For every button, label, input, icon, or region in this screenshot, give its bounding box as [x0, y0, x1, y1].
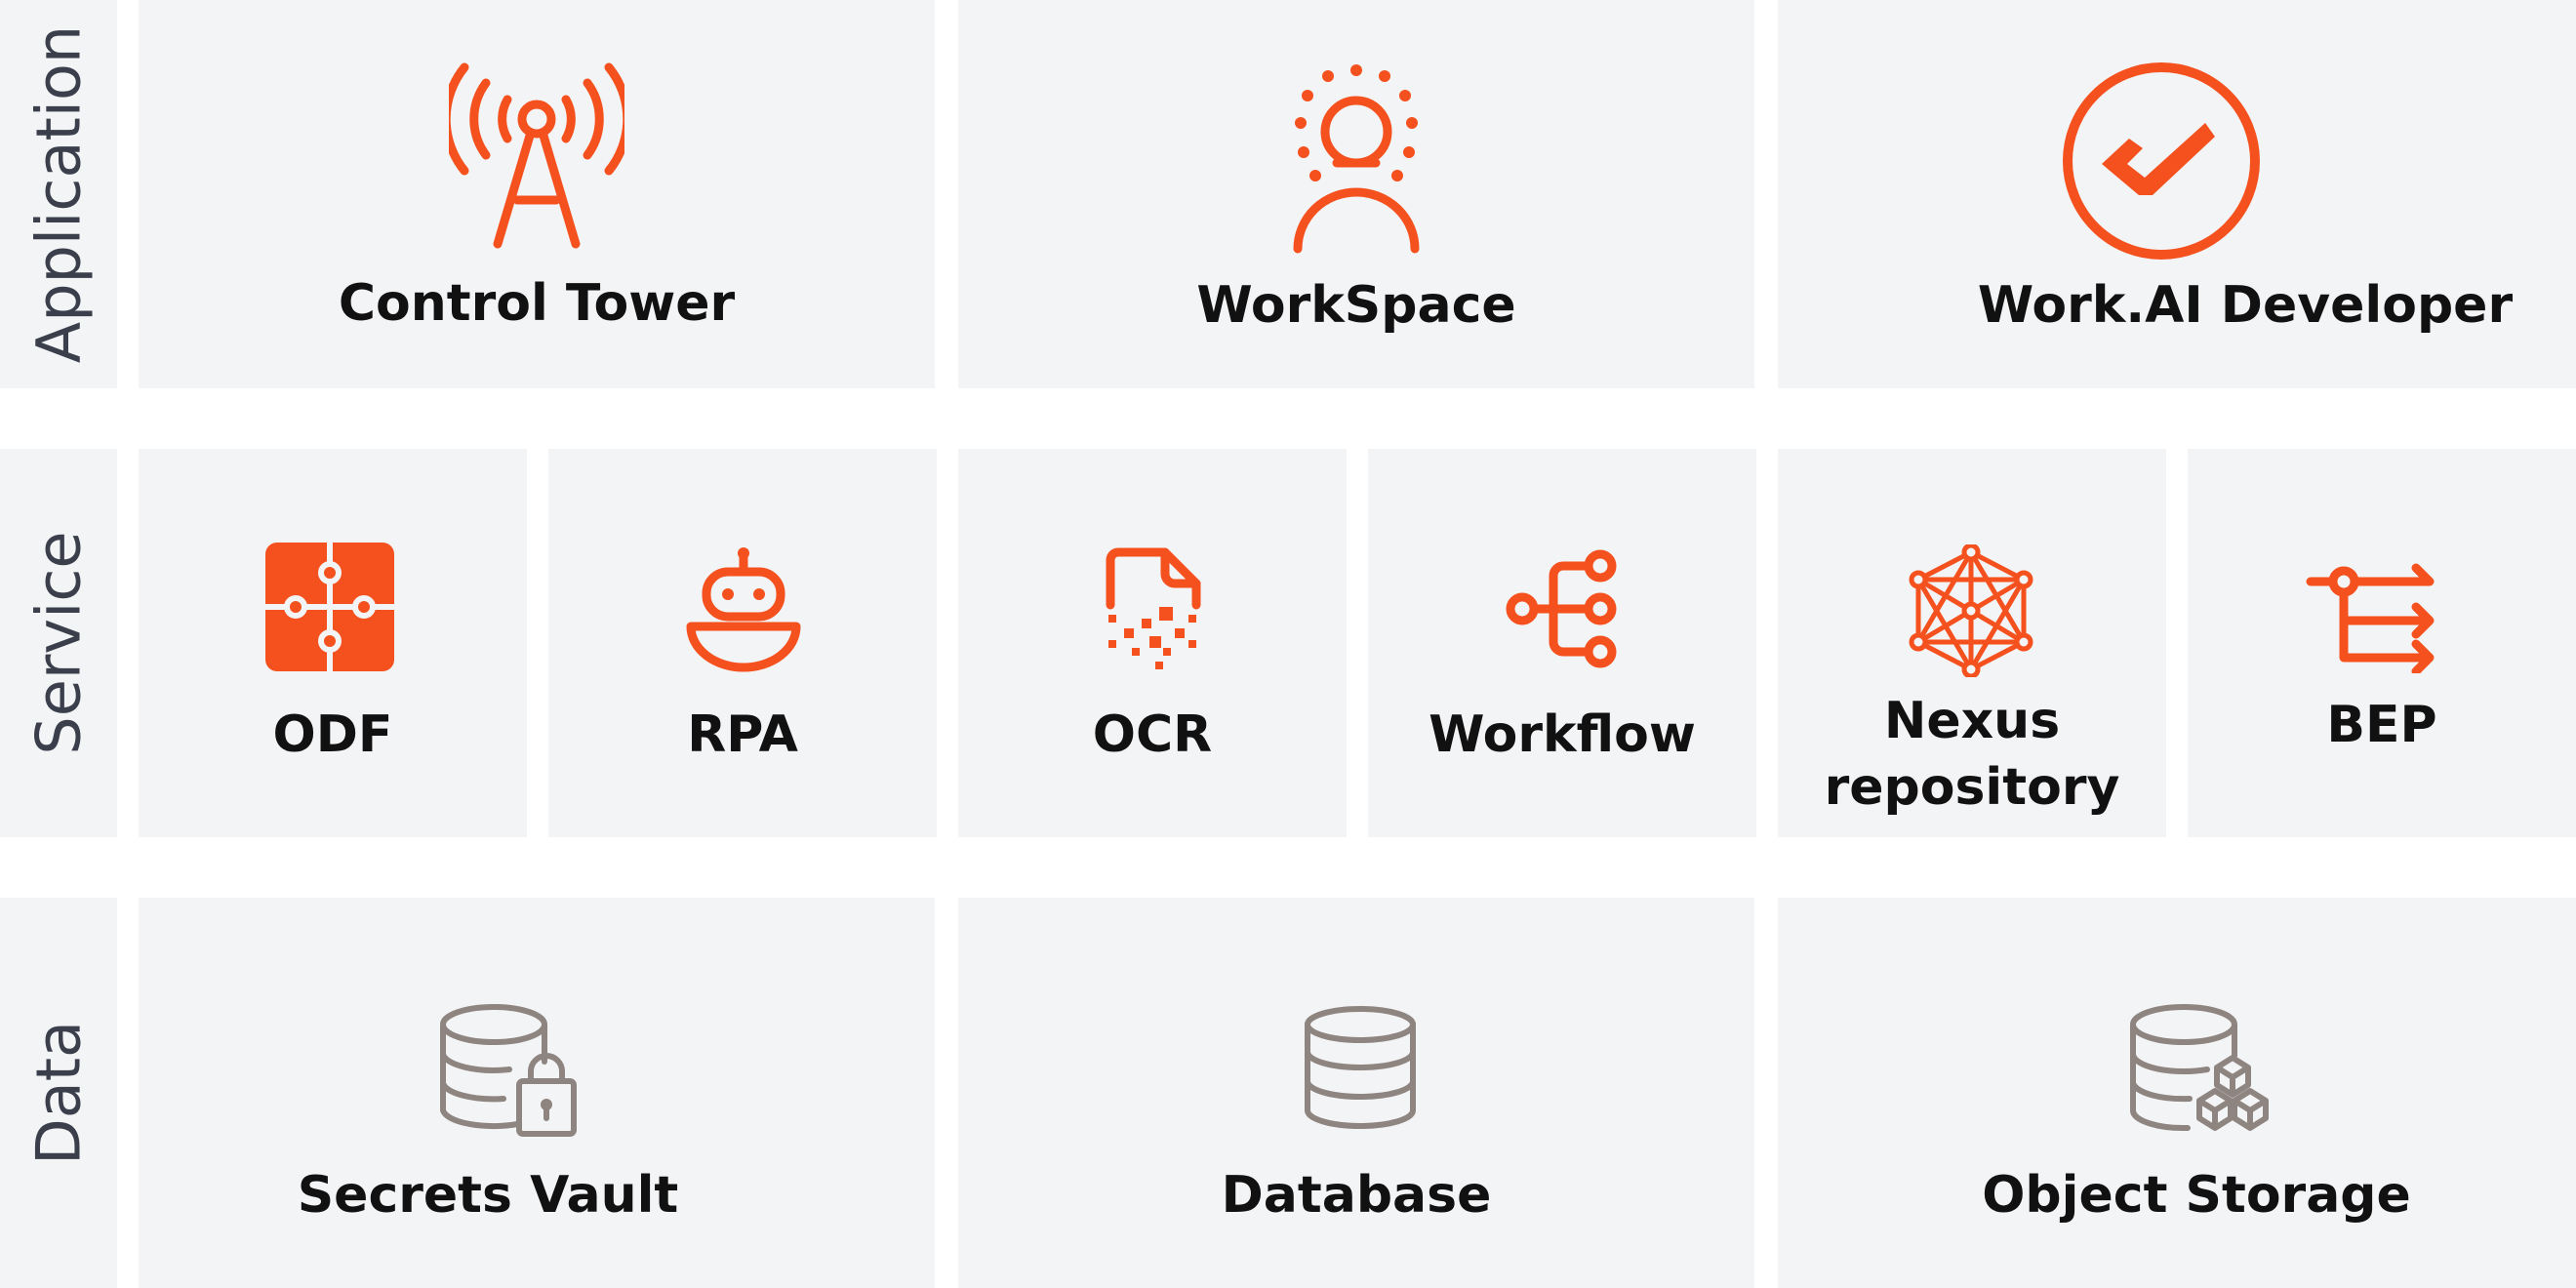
broadcast-tower-icon — [449, 62, 624, 249]
label-control-tower: Control Tower — [338, 274, 736, 333]
tile-workflow[interactable]: Workflow — [1368, 449, 1756, 837]
row-label-service-text: Service — [22, 531, 95, 755]
tile-nexus-repository[interactable]: Nexus repository — [1778, 449, 2166, 837]
tile-rpa[interactable]: RPA — [548, 449, 937, 837]
tile-object-storage[interactable]: Object Storage — [1778, 898, 2576, 1288]
tile-workspace[interactable]: WorkSpace — [958, 0, 1754, 388]
scan-document-icon — [1106, 547, 1201, 669]
robot-icon — [686, 547, 801, 672]
label-workspace: WorkSpace — [1196, 276, 1516, 335]
label-database: Database — [1221, 1166, 1492, 1225]
label-rpa: RPA — [687, 705, 798, 764]
check-circle-icon — [2063, 62, 2260, 260]
label-nexus-line1: Nexus — [1883, 692, 2061, 750]
tile-ocr[interactable]: OCR — [958, 449, 1347, 837]
row-label-data-text: Data — [22, 1020, 95, 1166]
label-ocr: OCR — [1092, 705, 1213, 764]
row-label-data: Data — [0, 898, 117, 1288]
database-icon — [1305, 1006, 1416, 1129]
puzzle-icon — [265, 543, 394, 671]
row-label-application-text: Application — [22, 24, 95, 364]
database-lock-icon — [440, 1004, 577, 1137]
label-secrets-vault: Secrets Vault — [297, 1166, 679, 1225]
workflow-tree-icon — [1506, 549, 1617, 668]
database-cubes-icon — [2129, 1004, 2269, 1132]
label-object-storage: Object Storage — [1982, 1166, 2411, 1225]
person-glow-icon — [1293, 64, 1420, 254]
tile-bep[interactable]: BEP — [2188, 449, 2576, 837]
tile-secrets-vault[interactable]: Secrets Vault — [139, 898, 935, 1288]
label-work-ai-developer: Work.AI Developer — [1977, 276, 2514, 335]
row-label-service: Service — [0, 449, 117, 837]
tile-database[interactable]: Database — [958, 898, 1754, 1288]
row-label-application: Application — [0, 0, 117, 388]
label-bep: BEP — [2326, 696, 2437, 754]
label-nexus-line2: repository — [1824, 758, 2120, 817]
tile-control-tower[interactable]: Control Tower — [139, 0, 935, 388]
label-workflow: Workflow — [1429, 705, 1696, 764]
network-node-icon — [1909, 544, 2033, 677]
process-arrows-icon — [2306, 563, 2435, 673]
tile-odf[interactable]: ODF — [139, 449, 527, 837]
tile-work-ai-developer[interactable]: Work.AI Developer — [1778, 0, 2576, 388]
label-odf: ODF — [272, 705, 393, 764]
